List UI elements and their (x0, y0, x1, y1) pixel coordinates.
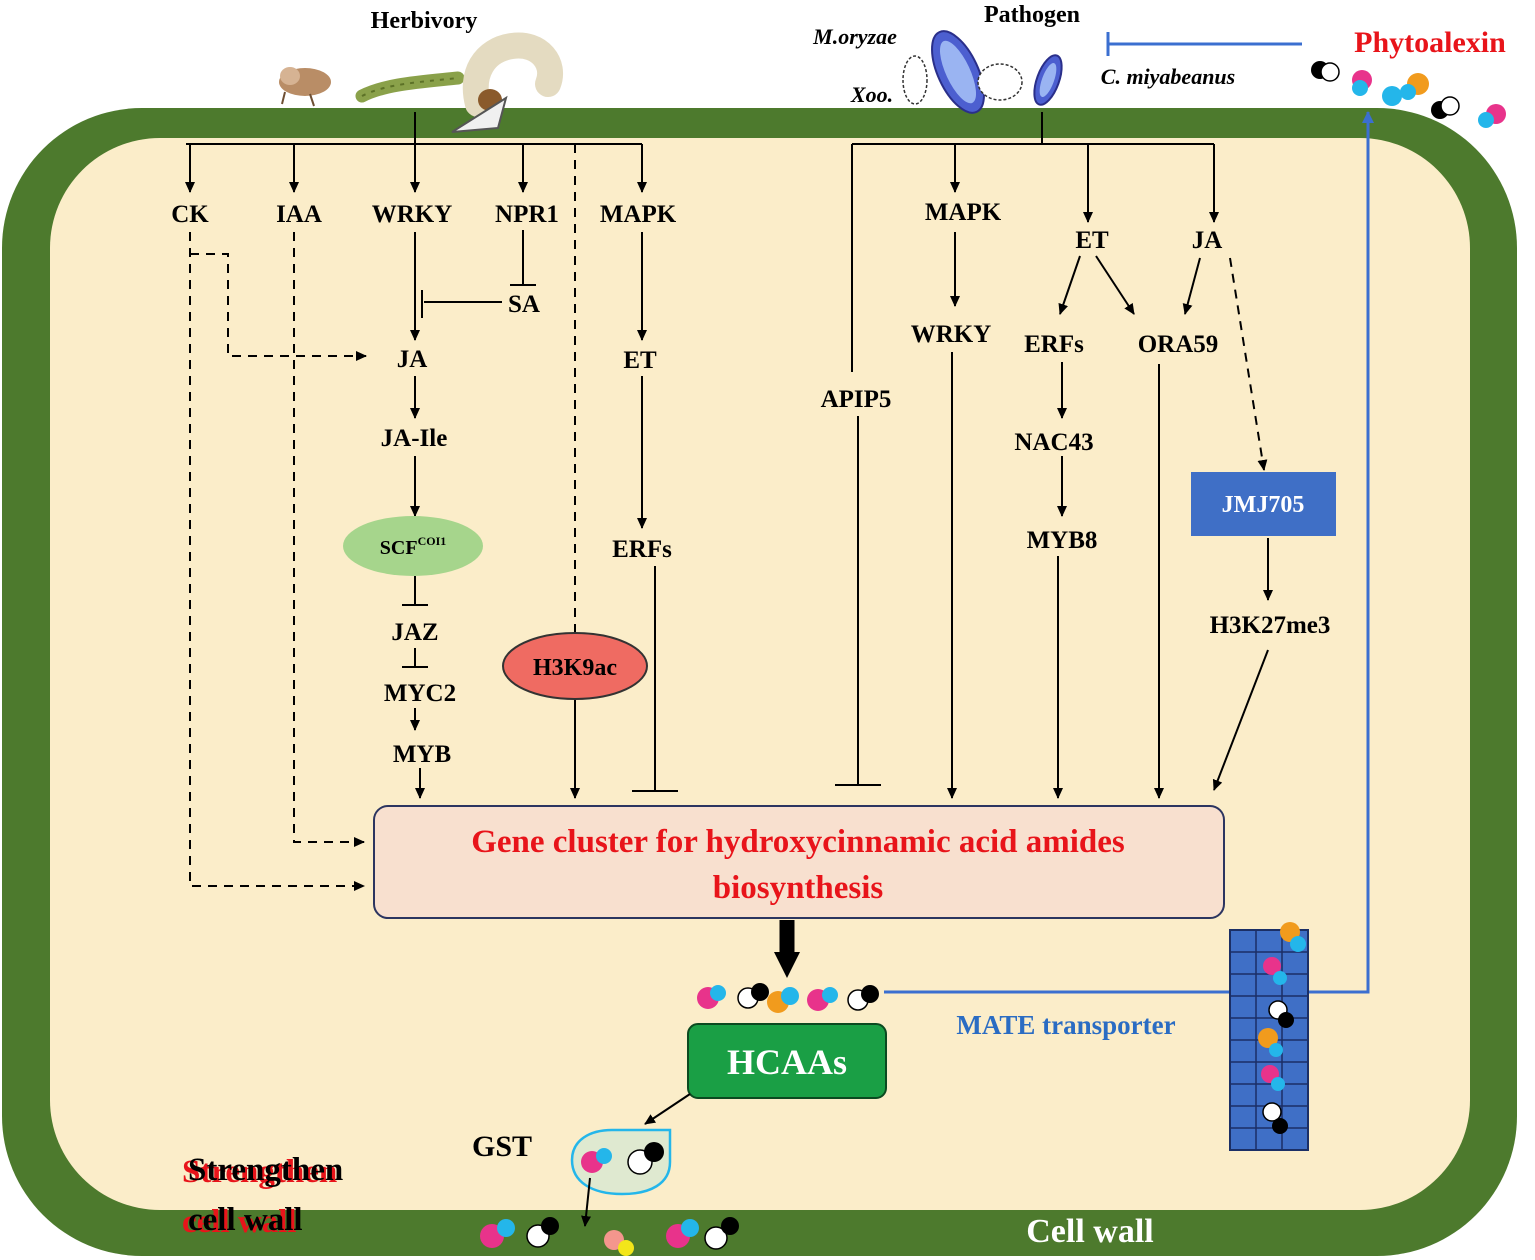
node-sa: SA (508, 291, 540, 318)
jmj705-node: JMJ705 (1191, 472, 1336, 536)
hcaas-to-gst-arrow (644, 1093, 691, 1125)
node-wrky-left: WRKY (372, 201, 453, 228)
gene-cluster-box: Gene cluster for hydroxycinnamic acid am… (373, 805, 1225, 919)
h3k9ac-node: H3K9ac (502, 632, 648, 700)
node-ora59: ORA59 (1138, 331, 1219, 358)
phytoalexin-molecules (1311, 61, 1506, 128)
node-npr1: NPR1 (495, 201, 559, 228)
node-myb: MYB (393, 741, 451, 768)
svg-text:cell wall: cell wall (188, 1202, 303, 1238)
node-iaa: IAA (276, 201, 322, 228)
node-myc2: MYC2 (384, 680, 456, 707)
ja-jmj705-dashed (1229, 257, 1268, 471)
grub-icon (462, 32, 563, 117)
svg-text:Strengthen: Strengthen (188, 1152, 343, 1188)
mate-label: MATE transporter (956, 1010, 1175, 1040)
svg-text:JMJ705: JMJ705 (1222, 492, 1305, 518)
leaf-tear-icon (451, 95, 508, 133)
svg-text:Strengthen: Strengthen (182, 1154, 337, 1190)
left-dashed-connectors (189, 144, 576, 891)
node-ja-left: JA (397, 346, 428, 373)
gene-cluster-line1: Gene cluster for hydroxycinnamic acid am… (471, 824, 1125, 860)
node-h3k27me3: H3K27me3 (1210, 612, 1331, 639)
node-erfs-right: ERFs (1024, 331, 1084, 358)
node-nac43: NAC43 (1014, 429, 1093, 456)
node-wrky-right: WRKY (911, 321, 992, 348)
svg-text:H3K9ac: H3K9ac (533, 655, 617, 681)
svg-text:HCAAs: HCAAs (727, 1042, 847, 1082)
right-connectors (835, 112, 1273, 799)
hcaa-molecules (697, 983, 879, 1013)
caterpillar-icon (355, 71, 465, 103)
node-mapk-left: MAPK (600, 201, 677, 228)
pathogen-title: Pathogen (984, 2, 1080, 28)
leafhopper-icon (279, 67, 331, 107)
strengthen-label: Strengthen Strengthen cell wall cell wal… (182, 1152, 343, 1240)
bacteria-icon (902, 30, 1063, 114)
cytoplasm (50, 138, 1470, 1210)
svg-text:cell wall: cell wall (182, 1204, 297, 1240)
pathogen-species-xoo: Xoo. (850, 82, 893, 107)
node-jaz: JAZ (391, 619, 438, 646)
gst-label: GST (472, 1130, 532, 1163)
node-ja-right: JA (1192, 227, 1223, 254)
phytoalexin-label: Phytoalexin (1354, 26, 1506, 59)
pathogen-species-moryzae: M.oryzae (812, 24, 897, 49)
hcaas-node: HCAAs (687, 1023, 887, 1099)
mate-transport-line (884, 111, 1374, 994)
node-mapk-right: MAPK (925, 199, 1002, 226)
scf-superscript: COI1 (418, 534, 447, 548)
cell-wall-label: Cell wall (1026, 1213, 1153, 1250)
node-erfs-left: ERFs (612, 536, 672, 563)
mate-transporter-icon (1229, 922, 1309, 1151)
node-apip5: APIP5 (821, 386, 892, 413)
pathogen-species-cmiyabeanus: C. miyabeanus (1101, 64, 1235, 89)
phytoalexin-inhibition (1106, 32, 1302, 56)
herbivory-title: Herbivory (371, 8, 478, 34)
svg-text:SCFCOI1: SCFCOI1 (380, 534, 446, 559)
node-et-left: ET (623, 347, 657, 374)
gst-vesicle-icon (570, 1128, 672, 1196)
node-ck: CK (171, 201, 209, 228)
wall-molecules (480, 1217, 739, 1256)
gene-cluster-line2: biosynthesis (713, 870, 884, 906)
left-connectors (185, 112, 678, 799)
scf-coi1-node: SCFCOI1 (343, 516, 483, 576)
gst-to-wall-arrow (581, 1177, 592, 1227)
node-myb8: MYB8 (1027, 527, 1098, 554)
node-et-right: ET (1075, 227, 1109, 254)
node-ja-ile: JA-Ile (381, 425, 448, 452)
scf-label: SCF (380, 537, 418, 559)
